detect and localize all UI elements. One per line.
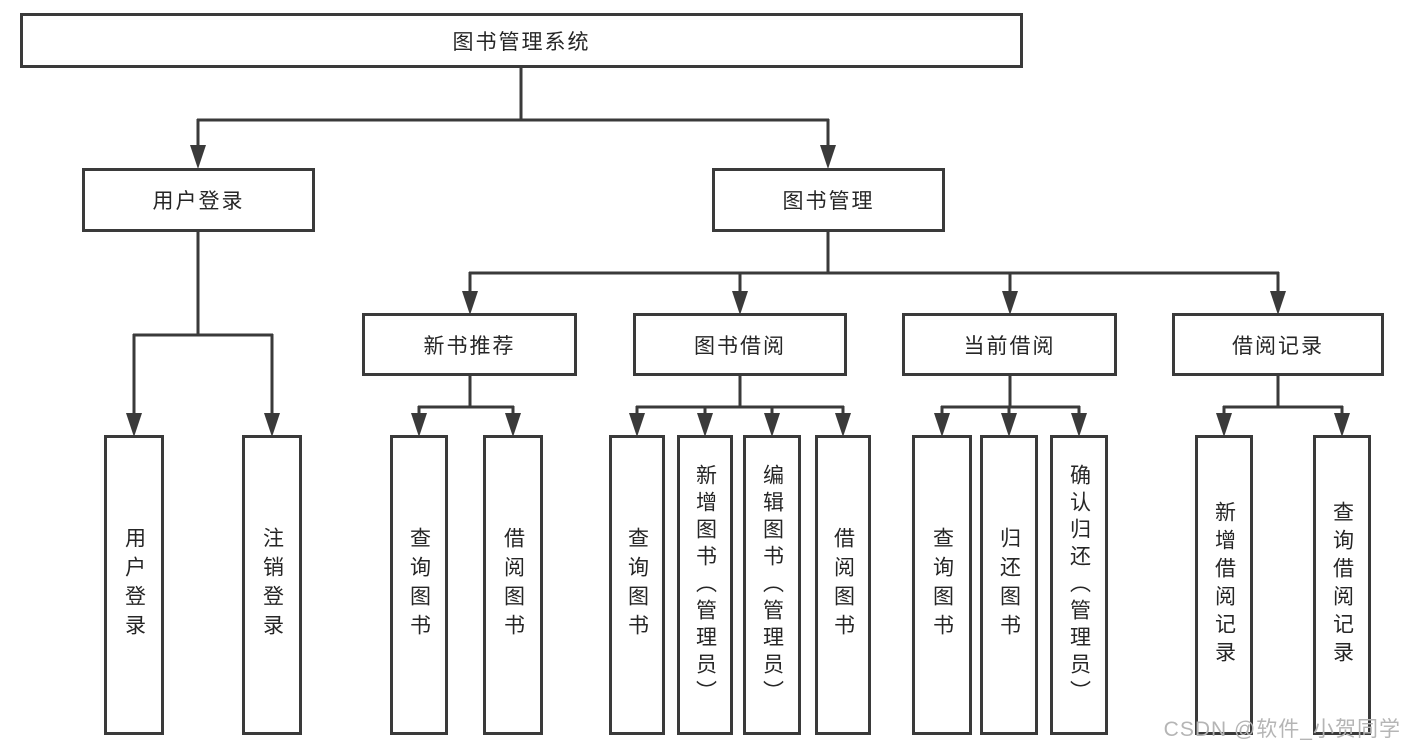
leaf-borrow-book-2: 借阅图书 <box>815 435 871 735</box>
leaf-confirm-return-admin: 确认归还（管理员） <box>1050 435 1108 735</box>
node-borrow-record: 借阅记录 <box>1172 313 1384 376</box>
leaf-user-login: 用户登录 <box>104 435 164 735</box>
leaf-logout: 注销登录 <box>242 435 302 735</box>
node-current-borrow: 当前借阅 <box>902 313 1117 376</box>
csdn-watermark: CSDN @软件_小贺同学 <box>1163 718 1401 741</box>
node-system-root: 图书管理系统 <box>20 13 1023 68</box>
leaf-return-book: 归还图书 <box>980 435 1038 735</box>
node-new-book-recommend: 新书推荐 <box>362 313 577 376</box>
leaf-add-book-admin: 新增图书（管理员） <box>677 435 733 735</box>
node-book-borrow: 图书借阅 <box>633 313 847 376</box>
leaf-query-book-3: 查询图书 <box>912 435 972 735</box>
leaf-query-borrow-record: 查询借阅记录 <box>1313 435 1371 735</box>
leaf-add-borrow-record: 新增借阅记录 <box>1195 435 1253 735</box>
node-user-login: 用户登录 <box>82 168 315 232</box>
node-book-management: 图书管理 <box>712 168 945 232</box>
leaf-query-book-1: 查询图书 <box>390 435 448 735</box>
arrowheads <box>126 145 1350 437</box>
leaf-edit-book-admin: 编辑图书（管理员） <box>743 435 801 735</box>
leaf-borrow-book-1: 借阅图书 <box>483 435 543 735</box>
leaf-query-book-2: 查询图书 <box>609 435 665 735</box>
